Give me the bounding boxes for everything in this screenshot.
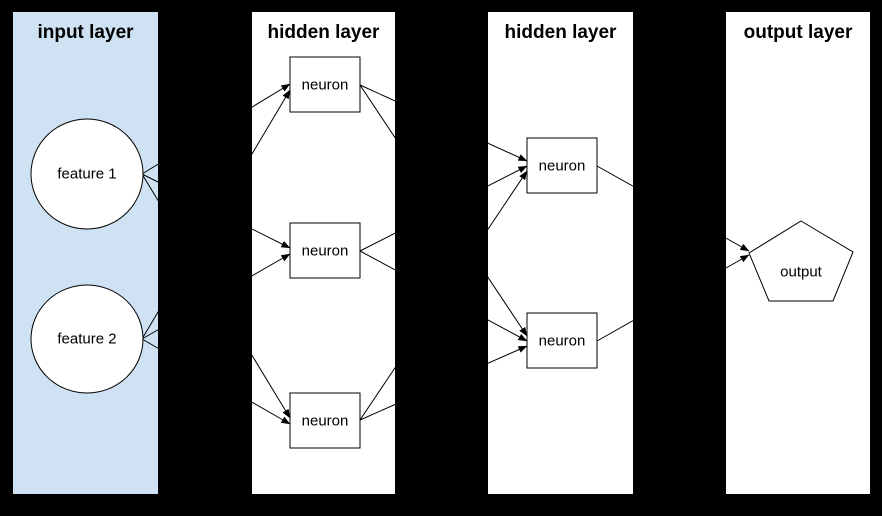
output-pentagon [748, 220, 854, 302]
hidden2-neuron-1-box [526, 137, 598, 194]
feature-2-label: feature 2 [57, 331, 116, 348]
edge-feature1-h1n1 [141, 83, 291, 175]
input-layer-title: input layer [37, 22, 134, 43]
feature-2-circle [30, 284, 144, 394]
hidden-layer-2-title: hidden layer [504, 22, 617, 43]
edge-h2n1-output [596, 165, 750, 252]
feature-1-circle [30, 118, 144, 230]
edge-feature1-h1n2 [141, 173, 291, 249]
node-hidden2-neuron-2: neuron [526, 312, 598, 369]
node-output: output [748, 220, 854, 302]
edges-hidden1-to-hidden2 [359, 84, 528, 421]
node-hidden2-neuron-1: neuron [526, 137, 598, 194]
edge-feature2-h1n3 [141, 338, 291, 425]
edge-h2n2-output [596, 254, 750, 342]
hidden1-neuron-1-label: neuron [302, 77, 349, 94]
hidden-layer-1-title: hidden layer [267, 22, 380, 43]
edge-h1n1-h2n2 [359, 84, 528, 337]
panel-hidden-layer-2: hidden layer [488, 12, 633, 494]
hidden2-neuron-2-label: neuron [539, 333, 586, 350]
edge-h1n3-h2n2 [359, 345, 528, 421]
edges-hidden2-to-output [596, 165, 750, 342]
edge-h1n2-h2n1 [359, 165, 528, 252]
output-label: output [780, 264, 823, 281]
hidden1-neuron-2-label: neuron [302, 243, 349, 260]
output-layer-title: output layer [743, 22, 853, 43]
panel-input-layer: input layer [13, 12, 158, 494]
edge-h1n1-h2n1 [359, 84, 528, 162]
node-hidden1-neuron-2: neuron [289, 222, 361, 279]
feature-1-label: feature 1 [57, 166, 116, 183]
node-hidden1-neuron-3: neuron [289, 392, 361, 449]
node-hidden1-neuron-1: neuron [289, 56, 361, 113]
hidden1-neuron-2-box [289, 222, 361, 279]
edge-feature2-h1n1 [141, 89, 291, 340]
node-feature-1: feature 1 [30, 118, 144, 230]
node-feature-2: feature 2 [30, 284, 144, 394]
edge-h1n3-h2n1 [359, 170, 528, 421]
hidden1-neuron-3-box [289, 392, 361, 449]
edges-input-to-hidden1 [141, 83, 291, 425]
edge-feature2-h1n2 [141, 253, 291, 340]
hidden2-neuron-2-box [526, 312, 598, 369]
hidden2-neuron-1-label: neuron [539, 158, 586, 175]
hidden1-neuron-1-box [289, 56, 361, 113]
hidden1-neuron-3-label: neuron [302, 413, 349, 430]
